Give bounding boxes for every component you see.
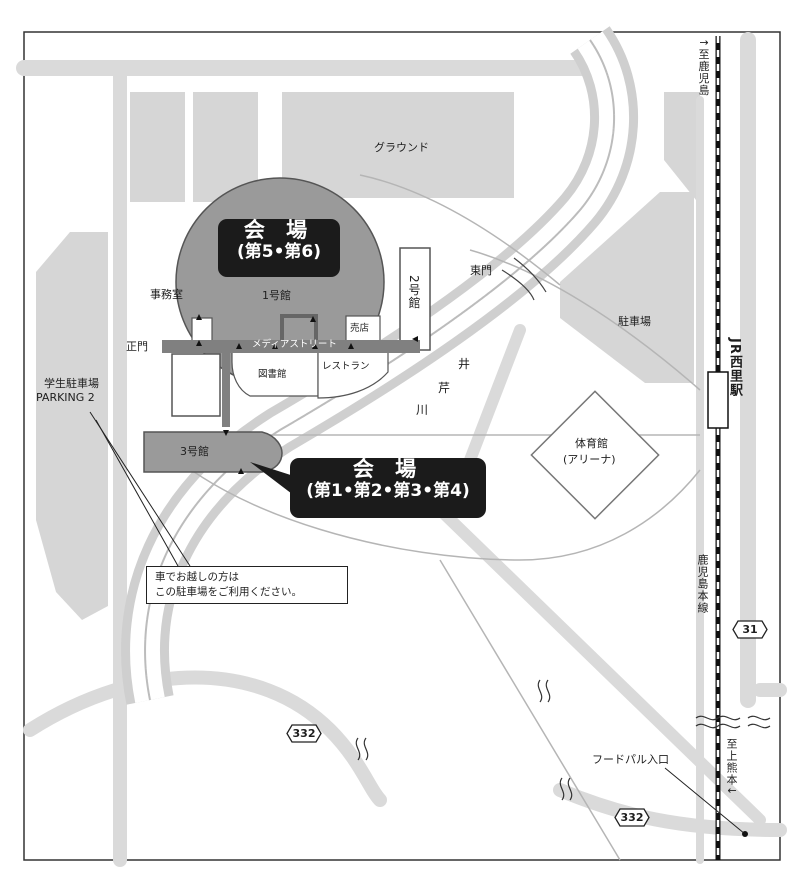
line-label: 鹿児島本線 bbox=[696, 554, 709, 614]
to-kagoshima-label: ↑至鹿児島 bbox=[697, 38, 710, 97]
route-332-shield-1: 332 bbox=[286, 724, 322, 743]
parking-en-label: PARKING 2 bbox=[36, 391, 95, 404]
venue-main-rooms: (第5•第6) bbox=[236, 241, 322, 262]
road-south-curve bbox=[23, 670, 387, 807]
office-label: 事務室 bbox=[150, 288, 183, 301]
library-label: 図書館 bbox=[258, 369, 287, 380]
west-building bbox=[171, 353, 221, 417]
food-pal-point bbox=[742, 831, 748, 837]
parking-label: 駐車場 bbox=[618, 315, 651, 328]
building2-label: 2号館 bbox=[407, 275, 421, 310]
building2-shape bbox=[399, 247, 431, 351]
student-parking-area bbox=[36, 232, 108, 620]
area-blocks bbox=[36, 92, 700, 620]
building1-label: 1号館 bbox=[262, 289, 291, 302]
river-label-2: 芹 bbox=[438, 381, 451, 395]
block-nw-1 bbox=[130, 92, 185, 202]
venue-second-callout: 会 場 (第1•第2•第3•第4) bbox=[290, 457, 486, 518]
to-kumamoto-label: 至上熊本↓ bbox=[725, 738, 738, 797]
gymnasium-shape bbox=[530, 390, 660, 520]
parking-area bbox=[560, 192, 694, 383]
river-label-1: 井 bbox=[458, 357, 471, 371]
block-ne-corner bbox=[664, 92, 700, 205]
venue-second-title: 会 場 bbox=[352, 457, 424, 481]
shop-label: 売店 bbox=[350, 323, 370, 334]
venue-second-rooms: (第1•第2•第3•第4) bbox=[306, 480, 470, 501]
connector-walk bbox=[222, 353, 230, 427]
restaurant-label: レストラン bbox=[322, 361, 370, 372]
student-parking-label: 学生駐車場 bbox=[44, 377, 99, 390]
road-diagonal-1 bbox=[424, 494, 766, 826]
media-street-bar bbox=[162, 340, 420, 353]
building3-label: 3号館 bbox=[180, 445, 209, 458]
restaurant-shape bbox=[317, 351, 389, 399]
station-label: JR西里駅 bbox=[727, 338, 742, 397]
shop-shape bbox=[345, 315, 381, 343]
ground-label: グラウンド bbox=[374, 141, 429, 154]
parking-note: 車でお越しの方は この駐車場をご利用ください。 bbox=[146, 566, 348, 604]
main-gate-label: 正門 bbox=[126, 340, 148, 353]
road-diagonal-2 bbox=[464, 324, 526, 466]
parking-note-line-2: この駐車場をご利用ください。 bbox=[155, 586, 302, 598]
station-shape bbox=[707, 371, 729, 429]
east-gate-label: 東門 bbox=[470, 264, 492, 277]
route-332-number-1: 332 bbox=[292, 727, 316, 740]
ground-area bbox=[282, 92, 514, 198]
media-street-label: メディアストリート bbox=[252, 339, 337, 350]
gymnasium-label: 体育館 bbox=[575, 437, 608, 450]
parking-note-line-1: 車でお越しの方は bbox=[155, 571, 239, 583]
break-marks bbox=[355, 679, 771, 801]
callout-pointer bbox=[250, 462, 300, 500]
route-31-number: 31 bbox=[742, 623, 758, 636]
east-gate-arcs bbox=[501, 257, 547, 301]
venue-main-title: 会 場 bbox=[243, 218, 315, 242]
river-label-3: 川 bbox=[416, 403, 429, 417]
route-332-shield-2: 332 bbox=[614, 808, 650, 827]
gymnasium-sub-label: (アリーナ) bbox=[563, 453, 616, 466]
leader-lines bbox=[89, 411, 746, 835]
food-pal-label: フードパル入口 bbox=[592, 753, 669, 766]
venue-main-callout: 会 場 (第5•第6) bbox=[218, 218, 340, 277]
route-332-number-2: 332 bbox=[620, 811, 644, 824]
route-31-shield: 31 bbox=[732, 620, 768, 639]
entrance-markers bbox=[196, 314, 418, 474]
library-shape bbox=[231, 351, 319, 397]
